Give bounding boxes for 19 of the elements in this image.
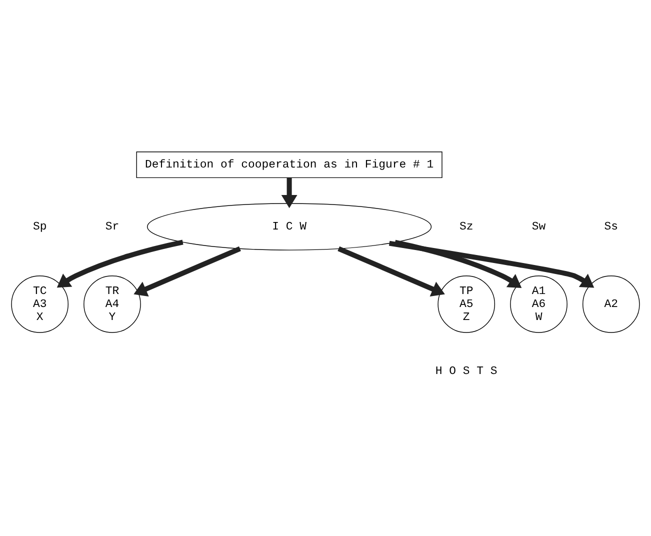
node-label: Ss [604, 220, 618, 234]
node-label: Sr [105, 220, 120, 234]
arrow [394, 240, 522, 288]
node-label: Sp [32, 220, 47, 234]
arrow [338, 246, 445, 296]
arrow [56, 240, 184, 288]
arrow [388, 240, 594, 288]
label: H O S T S [435, 364, 498, 378]
node-circle: TC A3 X [11, 276, 68, 333]
arrow [281, 178, 298, 208]
node-circle: TR A4 Y [84, 276, 141, 333]
node-label: Sz [459, 220, 474, 234]
arrow [134, 246, 241, 296]
node-circle: A1 A6 W [510, 276, 568, 333]
node-ellipse: I C W [147, 203, 432, 250]
node-box: Definition of cooperation as in Figure # 1 [136, 152, 442, 178]
node-circle: TP A5 Z [438, 276, 496, 333]
node-circle: A2 [582, 276, 640, 333]
node-label: Sw [532, 220, 546, 234]
